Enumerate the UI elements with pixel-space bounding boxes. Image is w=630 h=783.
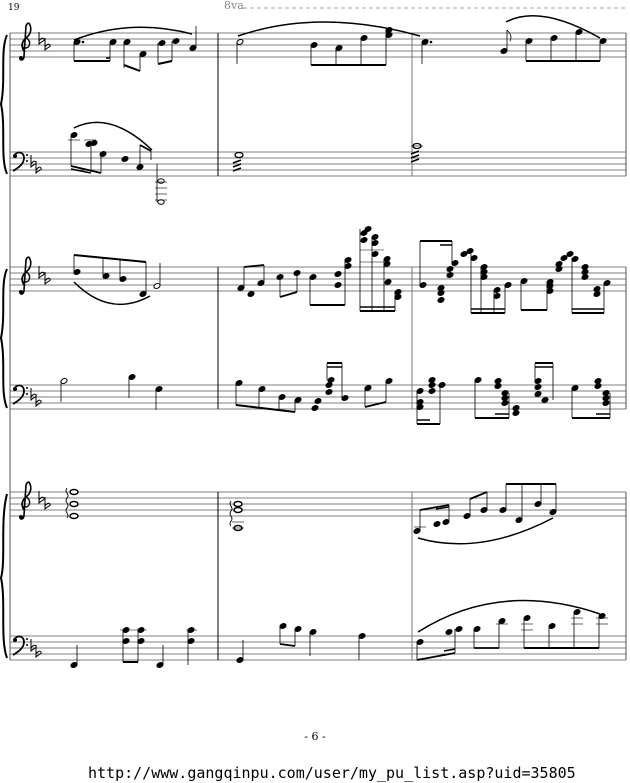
bass-clef-icon: [12, 151, 29, 172]
ottava-text: 8va: [224, 0, 244, 12]
page-number: - 6 -: [304, 730, 326, 743]
system-1: [0, 7, 628, 205]
system-3: [0, 409, 627, 669]
system-2: [0, 176, 627, 425]
footer-url-link[interactable]: http://www.gangqinpu.com/user/my_pu_list…: [88, 764, 576, 782]
bass-staff: [10, 151, 626, 177]
brace: [0, 34, 8, 175]
treble-clef-icon: [18, 22, 32, 61]
ottava-marking: 8va: [224, 0, 244, 12]
measure-number: 19: [8, 3, 20, 13]
treble-staff: [10, 32, 626, 58]
